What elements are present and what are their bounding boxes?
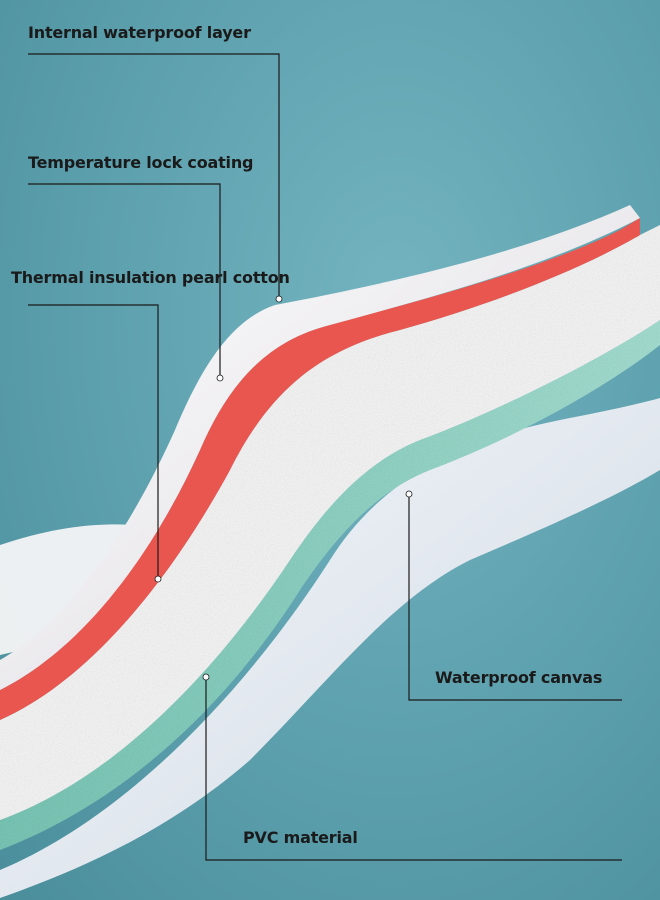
leader-line-waterproof-canvas	[408, 494, 622, 701]
leader-line-pearl-cotton	[28, 304, 159, 578]
label-thermal-insulation-pearl-cotton: Thermal insulation pearl cotton	[11, 268, 290, 287]
anchor-dot-waterproof-canvas	[405, 490, 413, 498]
label-waterproof-canvas: Waterproof canvas	[435, 668, 603, 687]
label-temperature-lock-coating: Temperature lock coating	[28, 153, 254, 172]
leader-line-temperature-lock	[28, 183, 221, 377]
leader-lines	[28, 53, 622, 861]
leader-line-pvc	[205, 677, 622, 861]
pvc-material-layer	[0, 398, 660, 898]
label-internal-waterproof-layer: Internal waterproof layer	[28, 23, 251, 42]
waterproof-canvas-layer	[0, 320, 660, 850]
internal-waterproof-layer	[0, 205, 640, 690]
temperature-lock-coating-layer	[0, 218, 640, 720]
label-pvc-material: PVC material	[243, 828, 358, 847]
anchor-dot-internal-waterproof	[275, 295, 283, 303]
anchor-dots	[154, 295, 413, 681]
anchor-dot-pearl-cotton	[154, 575, 162, 583]
leader-line-internal-waterproof	[28, 53, 280, 298]
pearl-cotton-layer	[0, 225, 660, 820]
anchor-dot-temperature-lock	[216, 374, 224, 382]
anchor-dot-pvc	[202, 673, 210, 681]
